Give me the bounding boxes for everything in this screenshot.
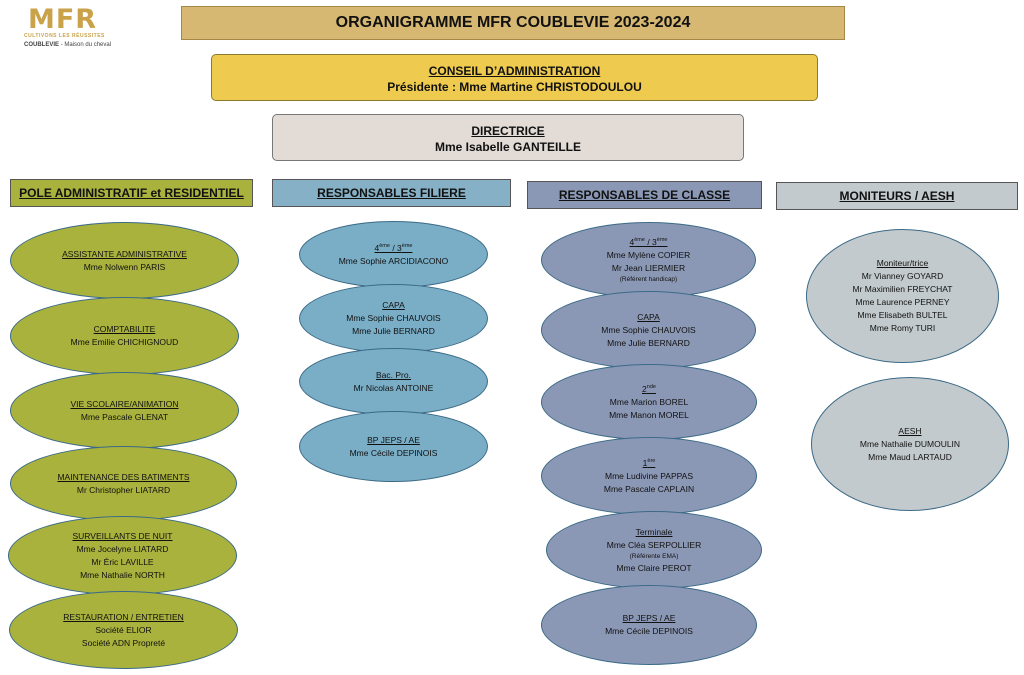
node-person: Mr Vianney GOYARD xyxy=(861,271,944,281)
node-cls-bpjeps: BP JEPS / AE Mme Cécile DEPINOIS xyxy=(541,585,757,665)
node-title: COMPTABILITE xyxy=(93,324,156,334)
node-cls-4e3e: 4ème / 3ème Mme Mylène COPIER Mr Jean LI… xyxy=(541,222,756,298)
logo-mfr: MFR xyxy=(28,4,98,35)
node-title-part: 1 xyxy=(642,457,648,468)
node-title: 1ère xyxy=(643,457,656,470)
node-title: 2nde xyxy=(642,383,656,396)
node-title: SURVEILLANTS DE NUIT xyxy=(72,530,173,541)
node-person: Mme Nathalie DUMOULIN xyxy=(859,438,961,449)
node-title-part: 2 xyxy=(642,383,647,394)
node-person: Mme Nathalie NORTH xyxy=(80,569,165,580)
node-person: Mme Romy TURI xyxy=(869,323,936,333)
node-title: AESH xyxy=(898,425,922,436)
node-cls-1ere: 1ère Mme Ludivine PAPPAS Mme Pascale CAP… xyxy=(541,437,757,515)
node-person: Société ADN Propreté xyxy=(81,637,166,648)
council-president: Présidente : Mme Martine CHRISTODOULOU xyxy=(387,80,642,94)
node-title: ASSISTANTE ADMINISTRATIVE xyxy=(62,248,187,259)
node-title: Bac. Pro. xyxy=(376,369,411,380)
node-title: VIE SCOLAIRE/ANIMATION xyxy=(70,398,179,409)
node-person: Mr Christopher LIATARD xyxy=(76,484,171,495)
node-person: Mme Emilie CHICHIGNOUD xyxy=(70,337,179,347)
node-person: Mme Sophie CHAUVOIS xyxy=(601,324,696,335)
node-title: 4ème / 3ème xyxy=(375,242,413,255)
node-person: Mme Elisabeth BULTEL xyxy=(857,310,948,320)
node-moniteurs: Moniteur/trice Mr Vianney GOYARD Mr Maxi… xyxy=(806,229,999,363)
node-title: BP JEPS / AE xyxy=(622,613,676,623)
node-cls-terminale: Terminale Mme Cléa SERPOLLIER (Référente… xyxy=(546,511,762,589)
node-person: Mme Pascale CAPLAIN xyxy=(603,483,695,494)
node-person: Mme Mylène COPIER xyxy=(606,249,691,260)
node-title: CAPA xyxy=(382,300,405,310)
node-title: BP JEPS / AE xyxy=(367,434,420,445)
node-aesh: AESH Mme Nathalie DUMOULIN Mme Maud LART… xyxy=(811,377,1009,511)
logo-location: COUBLEVIE - Maison du cheval xyxy=(24,42,111,48)
node-title: CAPA xyxy=(637,311,660,322)
node-person: Mme Cléa SERPOLLIER xyxy=(606,539,702,550)
node-person: Mr Maximilien FREYCHAT xyxy=(852,284,953,294)
header-admin: POLE ADMINISTRATIF et RESIDENTIEL xyxy=(10,179,253,207)
logo-location-name: COUBLEVIE xyxy=(24,42,60,48)
node-surveillants: SURVEILLANTS DE NUIT Mme Jocelyne LIATAR… xyxy=(8,516,237,595)
node-title: 4ème / 3ème xyxy=(630,236,668,249)
node-note: (Référente EMA) xyxy=(629,552,679,560)
logo-location-sub: - Maison du cheval xyxy=(60,42,112,48)
node-title-sup: ème xyxy=(401,242,413,249)
node-person: Mme Marion BOREL xyxy=(609,396,689,407)
council-box: CONSEIL D’ADMINISTRATION Présidente : Mm… xyxy=(211,54,818,101)
node-fil-bpjeps: BP JEPS / AE Mme Cécile DEPINOIS xyxy=(299,411,488,482)
node-person: Mr Nicolas ANTOINE xyxy=(353,382,434,393)
node-fil-4e3e: 4ème / 3ème Mme Sophie ARCIDIACONO xyxy=(299,221,488,288)
node-comptabilite: COMPTABILITE Mme Emilie CHICHIGNOUD xyxy=(10,297,239,375)
node-title: Moniteur/trice xyxy=(876,258,929,268)
director-heading: DIRECTRICE xyxy=(471,124,545,138)
node-fil-capa: CAPA Mme Sophie CHAUVOIS Mme Julie BERNA… xyxy=(299,284,488,353)
node-person: Mr Jean LIERMIER xyxy=(611,262,686,273)
node-person: Société ELIOR xyxy=(95,624,152,635)
node-person: Mme Cécile DEPINOIS xyxy=(605,626,693,636)
director-name: Mme Isabelle GANTEILLE xyxy=(434,140,582,154)
node-person: Mme Nolwenn PARIS xyxy=(83,261,166,272)
node-title-sup: nde xyxy=(646,383,656,390)
node-person: Mme Claire PEROT xyxy=(616,562,692,573)
node-person: Mr Éric LAVILLE xyxy=(91,556,154,567)
node-restauration: RESTAURATION / ENTRETIEN Société ELIOR S… xyxy=(9,591,238,669)
header-filiere: RESPONSABLES FILIERE xyxy=(272,179,511,207)
node-assistante: ASSISTANTE ADMINISTRATIVE Mme Nolwenn PA… xyxy=(10,222,239,299)
node-maintenance: MAINTENANCE DES BATIMENTS Mr Christopher… xyxy=(10,446,237,521)
logo-tagline: CULTIVONS LES RÉUSSITES xyxy=(24,33,105,39)
node-cls-capa: CAPA Mme Sophie CHAUVOIS Mme Julie BERNA… xyxy=(541,291,756,369)
node-title-part: 4 xyxy=(374,242,380,253)
header-classe: RESPONSABLES DE CLASSE xyxy=(527,181,762,209)
node-person: Mme Sophie CHAUVOIS xyxy=(346,313,441,323)
node-person: Mme Sophie ARCIDIACONO xyxy=(338,255,449,266)
node-person: Mme Manon MOREL xyxy=(609,409,689,420)
node-person: Mme Cécile DEPINOIS xyxy=(349,447,438,458)
node-title-part: / 3 xyxy=(644,236,657,247)
node-title-part: / 3 xyxy=(389,242,402,253)
director-box: DIRECTRICE Mme Isabelle GANTEILLE xyxy=(272,114,744,161)
node-person: Mme Pascale GLENAT xyxy=(80,411,169,422)
node-title: RESTAURATION / ENTRETIEN xyxy=(63,611,184,622)
node-person: Mme Ludivine PAPPAS xyxy=(604,470,694,481)
node-vie-scolaire: VIE SCOLAIRE/ANIMATION Mme Pascale GLENA… xyxy=(10,372,239,449)
node-note: (Référent handicap) xyxy=(619,275,678,283)
node-cls-2nde: 2nde Mme Marion BOREL Mme Manon MOREL xyxy=(541,364,757,440)
node-person: Mme Maud LARTAUD xyxy=(868,451,952,462)
node-person: Mme Laurence PERNEY xyxy=(855,297,950,307)
node-person: Mme Julie BERNARD xyxy=(352,326,435,336)
node-fil-bacpro: Bac. Pro. Mr Nicolas ANTOINE xyxy=(299,348,488,415)
node-title-sup: ère xyxy=(647,457,656,464)
page-title: ORGANIGRAMME MFR COUBLEVIE 2023-2024 xyxy=(181,6,845,40)
node-title-sup: ème xyxy=(634,236,645,243)
node-person: Mme Julie BERNARD xyxy=(607,337,690,348)
node-person: Mme Jocelyne LIATARD xyxy=(76,543,169,554)
node-title-part: 4 xyxy=(629,236,635,247)
header-moniteurs: MONITEURS / AESH xyxy=(776,182,1018,210)
node-title-sup: ème xyxy=(656,236,668,243)
node-title-sup: ème xyxy=(379,242,390,249)
council-heading: CONSEIL D’ADMINISTRATION xyxy=(428,64,601,78)
node-title: Terminale xyxy=(635,526,673,537)
node-title: MAINTENANCE DES BATIMENTS xyxy=(57,471,190,482)
